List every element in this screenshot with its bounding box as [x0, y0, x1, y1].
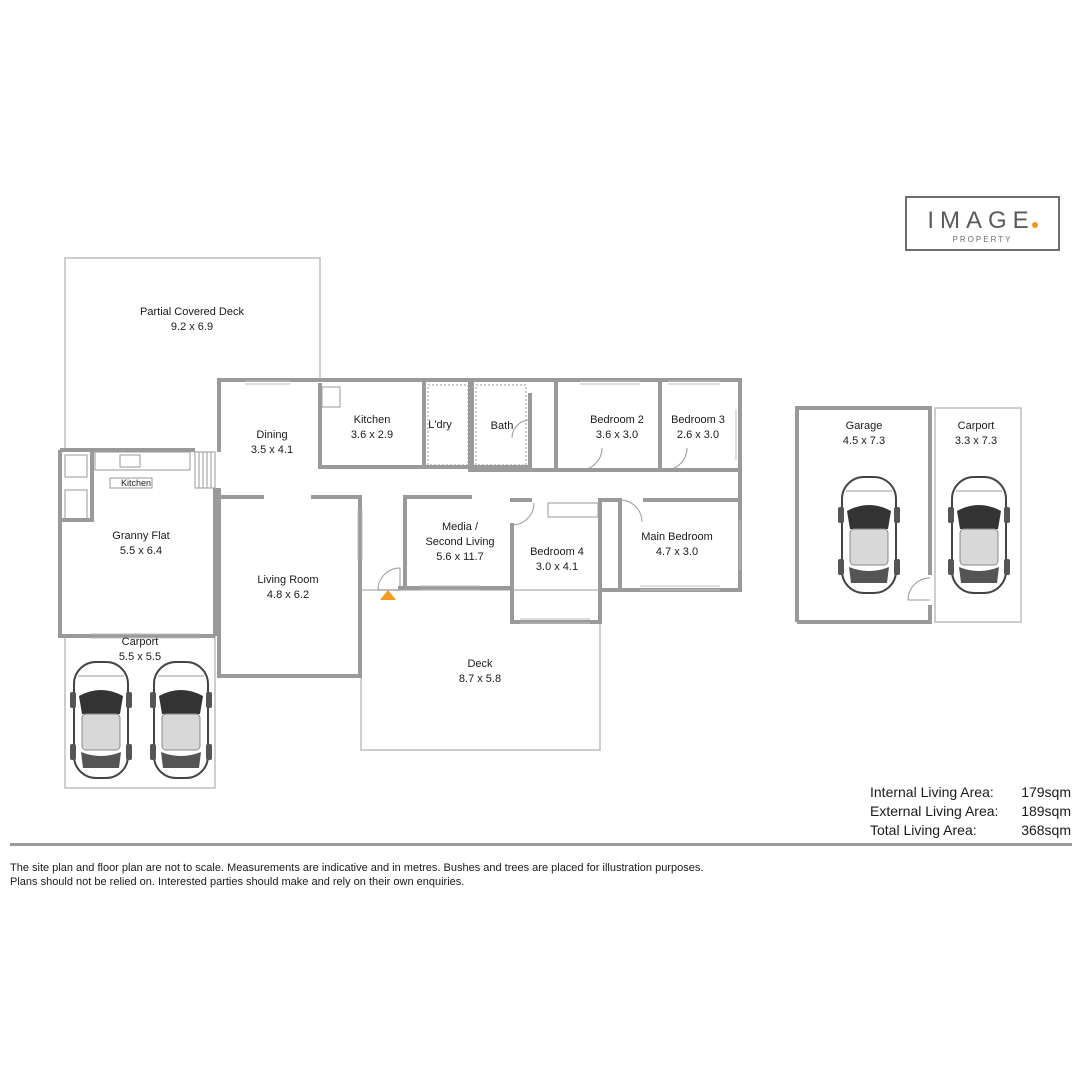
- logo-dot-icon: [1031, 222, 1038, 228]
- car-icon: [837, 476, 901, 594]
- living-west-wall: [217, 488, 362, 678]
- cars: [69, 476, 1011, 779]
- granny-stairs: [194, 451, 216, 489]
- logo-wordmark: IMAGE: [907, 207, 1058, 235]
- carport-left-outline: [64, 636, 216, 789]
- bath-walls: [470, 378, 532, 469]
- logo-subtitle: PROPERTY: [952, 235, 1013, 244]
- area-row-total: Total Living Area:368sqm: [870, 822, 1071, 838]
- carport-right-outline: [934, 407, 1022, 623]
- car-icon: [149, 661, 213, 779]
- area-row-internal: Internal Living Area:179sqm: [870, 784, 1071, 800]
- car-icon: [947, 476, 1011, 594]
- covered-deck-outline: [64, 257, 321, 448]
- area-summary: Internal Living Area:179sqm External Liv…: [870, 783, 1071, 840]
- bedroom4-walls: [510, 498, 742, 624]
- disclaimer: The site plan and floor plan are not to …: [10, 861, 703, 889]
- room-label-bath: Bath: [490, 420, 514, 432]
- house-walls: [217, 378, 742, 678]
- company-logo: IMAGE PROPERTY: [905, 196, 1060, 251]
- garage-walls: [795, 406, 932, 624]
- entry-arrow-icon: [380, 590, 396, 600]
- fixtures: [64, 384, 599, 521]
- room-label-laundry: L'dry: [428, 419, 452, 431]
- disclaimer-line-2: Plans should not be relied on. Intereste…: [10, 876, 465, 888]
- bedroom-corridor: [528, 380, 742, 472]
- area-row-external: External Living Area:189sqm: [870, 803, 1071, 819]
- disclaimer-line-1: The site plan and floor plan are not to …: [10, 862, 704, 874]
- room-label-granny-kitchen: Kitchen: [120, 478, 152, 488]
- divider-rule: [10, 843, 1072, 846]
- door-swings: [377, 419, 931, 601]
- media-west-wall: [398, 495, 407, 590]
- hall-south-wall: [403, 468, 742, 499]
- car-icon: [69, 661, 133, 779]
- windows: [90, 380, 741, 639]
